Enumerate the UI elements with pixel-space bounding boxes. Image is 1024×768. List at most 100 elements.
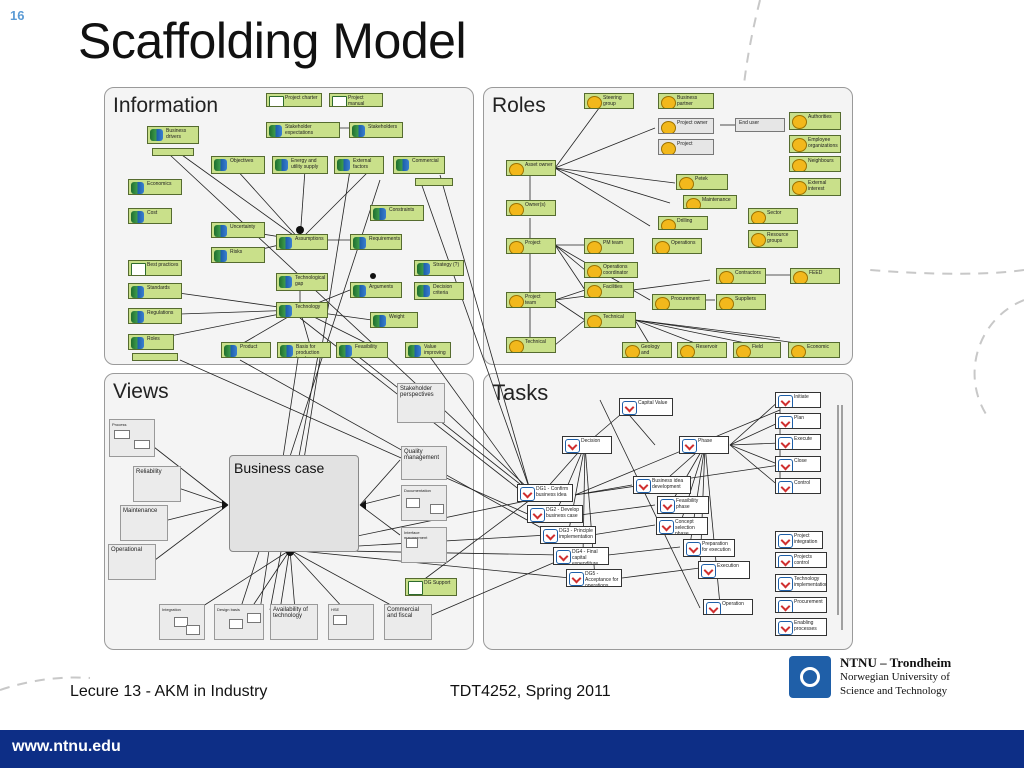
view-documentation[interactable]: Documentation	[401, 485, 447, 521]
task-dg3[interactable]: DG3 - Principle implementation	[540, 526, 596, 544]
view-dg-support[interactable]: DG Support	[405, 578, 457, 596]
role-business-partner[interactable]: Business partner	[658, 93, 714, 109]
task-dg4[interactable]: DG4 - Final capital expenditure	[553, 547, 609, 565]
node-technology[interactable]: Technology	[276, 302, 328, 318]
node-project-charter[interactable]: Project charter	[266, 93, 322, 107]
node-product[interactable]: Product	[221, 342, 271, 358]
view-business-case[interactable]: Business case	[229, 455, 359, 552]
task-capital-value[interactable]: Capital Value	[619, 398, 673, 416]
role-project-owner[interactable]: Project owner	[658, 118, 714, 134]
node-commercial[interactable]: Commercial	[393, 156, 445, 174]
node-stakeholders[interactable]: Stakeholders	[349, 122, 403, 138]
role-technical[interactable]: Technical	[506, 337, 556, 353]
role-petek[interactable]: Petek	[676, 174, 728, 190]
view-reliability[interactable]: Reliability	[133, 466, 181, 502]
node-regulations[interactable]: Regulations	[128, 308, 182, 324]
node-requirements[interactable]: Requirements	[350, 234, 402, 250]
view-integration[interactable]: Integration	[159, 604, 205, 640]
view-operational[interactable]: Operational	[108, 544, 156, 580]
role-authorities[interactable]: Authorities	[789, 112, 841, 130]
node-value-improving[interactable]: Value improving	[405, 342, 451, 358]
role-contractors[interactable]: Contractors	[716, 268, 766, 284]
node-risks[interactable]: Risks	[211, 247, 265, 263]
task-preparation-execution[interactable]: Preparation for execution	[683, 539, 735, 557]
node-business-drivers[interactable]: Business drivers	[147, 126, 199, 144]
task-enabling-processes[interactable]: Enabling processes	[775, 618, 827, 636]
task-dg2[interactable]: DG2 - Develop business case	[527, 505, 583, 523]
role-maintenance[interactable]: Maintenance	[683, 195, 737, 209]
role-reservoir[interactable]: Reservoir	[677, 342, 727, 358]
role-owners[interactable]: Owner(s)	[506, 200, 556, 216]
role-geology[interactable]: Geology and	[622, 342, 672, 358]
view-availability-technology[interactable]: Availability of technology	[270, 604, 318, 640]
role-resource-groups[interactable]: Resource groups	[748, 230, 798, 248]
role-steering-group[interactable]: Steering group	[584, 93, 634, 109]
role-employee-organizations[interactable]: Employee organizations	[789, 135, 841, 153]
view-hse[interactable]: HSE	[328, 604, 374, 640]
task-business-idea-development[interactable]: Business idea development	[633, 476, 691, 494]
task-execution[interactable]: Execution	[698, 561, 750, 579]
role-technical-sub[interactable]: Technical	[584, 312, 636, 328]
view-interface-management[interactable]: Interface management	[401, 527, 447, 563]
task-procurement[interactable]: Procurement	[775, 597, 827, 613]
task-technology-implementation[interactable]: Technology implementation	[775, 574, 827, 592]
role-operations[interactable]: Operations	[652, 238, 702, 254]
task-dg1[interactable]: DG1 - Confirm business idea	[517, 484, 573, 502]
task-plan[interactable]: Plan	[775, 413, 821, 429]
task-feasibility-phase[interactable]: Feasibility phase	[657, 496, 709, 514]
role-end-user[interactable]: End user	[735, 118, 785, 132]
node-feasibility[interactable]: Feasibility	[336, 342, 388, 358]
task-decision[interactable]: Decision	[562, 436, 612, 454]
role-suppliers[interactable]: Suppliers	[716, 294, 766, 310]
role-project-team[interactable]: Project team	[506, 292, 556, 308]
task-execute[interactable]: Execute	[775, 434, 821, 450]
role-project-main[interactable]: Project	[506, 238, 556, 254]
node-strategy[interactable]: Strategy (?)	[414, 260, 464, 276]
node-decision-criteria[interactable]: Decision criteria	[414, 282, 464, 300]
role-drilling[interactable]: Drilling	[658, 216, 708, 230]
node-best-practices[interactable]: Best practices	[128, 260, 182, 276]
node-arguments[interactable]: Arguments	[350, 282, 402, 298]
node-project-manual[interactable]: Project manual	[329, 93, 383, 107]
task-operation[interactable]: Operation	[703, 599, 753, 615]
task-dg5[interactable]: DG5 - Acceptance for operations	[566, 569, 622, 587]
role-economic[interactable]: Economic	[788, 342, 840, 358]
node-standards[interactable]: Standards	[128, 283, 182, 299]
role-field[interactable]: Field	[733, 342, 781, 358]
view-maintenance[interactable]: Maintenance	[120, 505, 168, 541]
node-objectives[interactable]: Objectives	[211, 156, 265, 174]
node-external-factors[interactable]: External factors	[334, 156, 384, 174]
node-roles[interactable]: Roles	[128, 334, 174, 350]
role-feed[interactable]: FEED	[790, 268, 840, 284]
view-design-basis[interactable]: Design basis	[214, 604, 264, 640]
role-external-interest[interactable]: External interest	[789, 178, 841, 196]
node-weight[interactable]: Weight	[370, 312, 418, 328]
node-uncertainty[interactable]: Uncertainty	[211, 222, 265, 238]
view-process[interactable]: Process	[109, 419, 155, 457]
node-cost[interactable]: Cost	[128, 208, 172, 224]
role-pm-team[interactable]: PM team	[584, 238, 634, 254]
node-assumptions[interactable]: Assumptions	[276, 234, 328, 250]
task-concept-selection[interactable]: Concept selection phase	[656, 517, 708, 535]
task-initiate[interactable]: Initiate	[775, 392, 821, 408]
task-projects-control[interactable]: Projects control	[775, 552, 827, 568]
role-neighbours[interactable]: Neighbours	[789, 156, 841, 172]
ntnu-url-link[interactable]: www.ntnu.edu	[12, 738, 121, 755]
node-basis-production[interactable]: Basis for production level	[277, 342, 331, 358]
role-operations-coordinator[interactable]: Operations coordinator	[584, 262, 638, 278]
view-stakeholder-perspectives[interactable]: Stakeholder perspectives	[397, 383, 445, 423]
task-project-integration[interactable]: Project integration	[775, 531, 823, 549]
role-asset-owner[interactable]: Asset owner	[506, 160, 556, 176]
view-quality-management[interactable]: Quality management	[401, 446, 447, 480]
node-constraints[interactable]: Constraints	[370, 205, 424, 221]
node-stakeholder-expectations[interactable]: Stakeholder expectations	[266, 122, 340, 138]
node-economics[interactable]: Economics	[128, 179, 182, 195]
view-commercial-fiscal[interactable]: Commercial and fiscal	[384, 604, 432, 640]
node-energy-supply[interactable]: Energy and utility supply	[272, 156, 328, 174]
role-project[interactable]: Project	[658, 139, 714, 155]
role-sector[interactable]: Sector	[748, 208, 798, 224]
role-facilities[interactable]: Facilities	[584, 282, 634, 298]
task-close[interactable]: Close	[775, 456, 821, 472]
task-phase[interactable]: Phase	[679, 436, 729, 454]
role-procurement[interactable]: Procurement	[652, 294, 706, 310]
